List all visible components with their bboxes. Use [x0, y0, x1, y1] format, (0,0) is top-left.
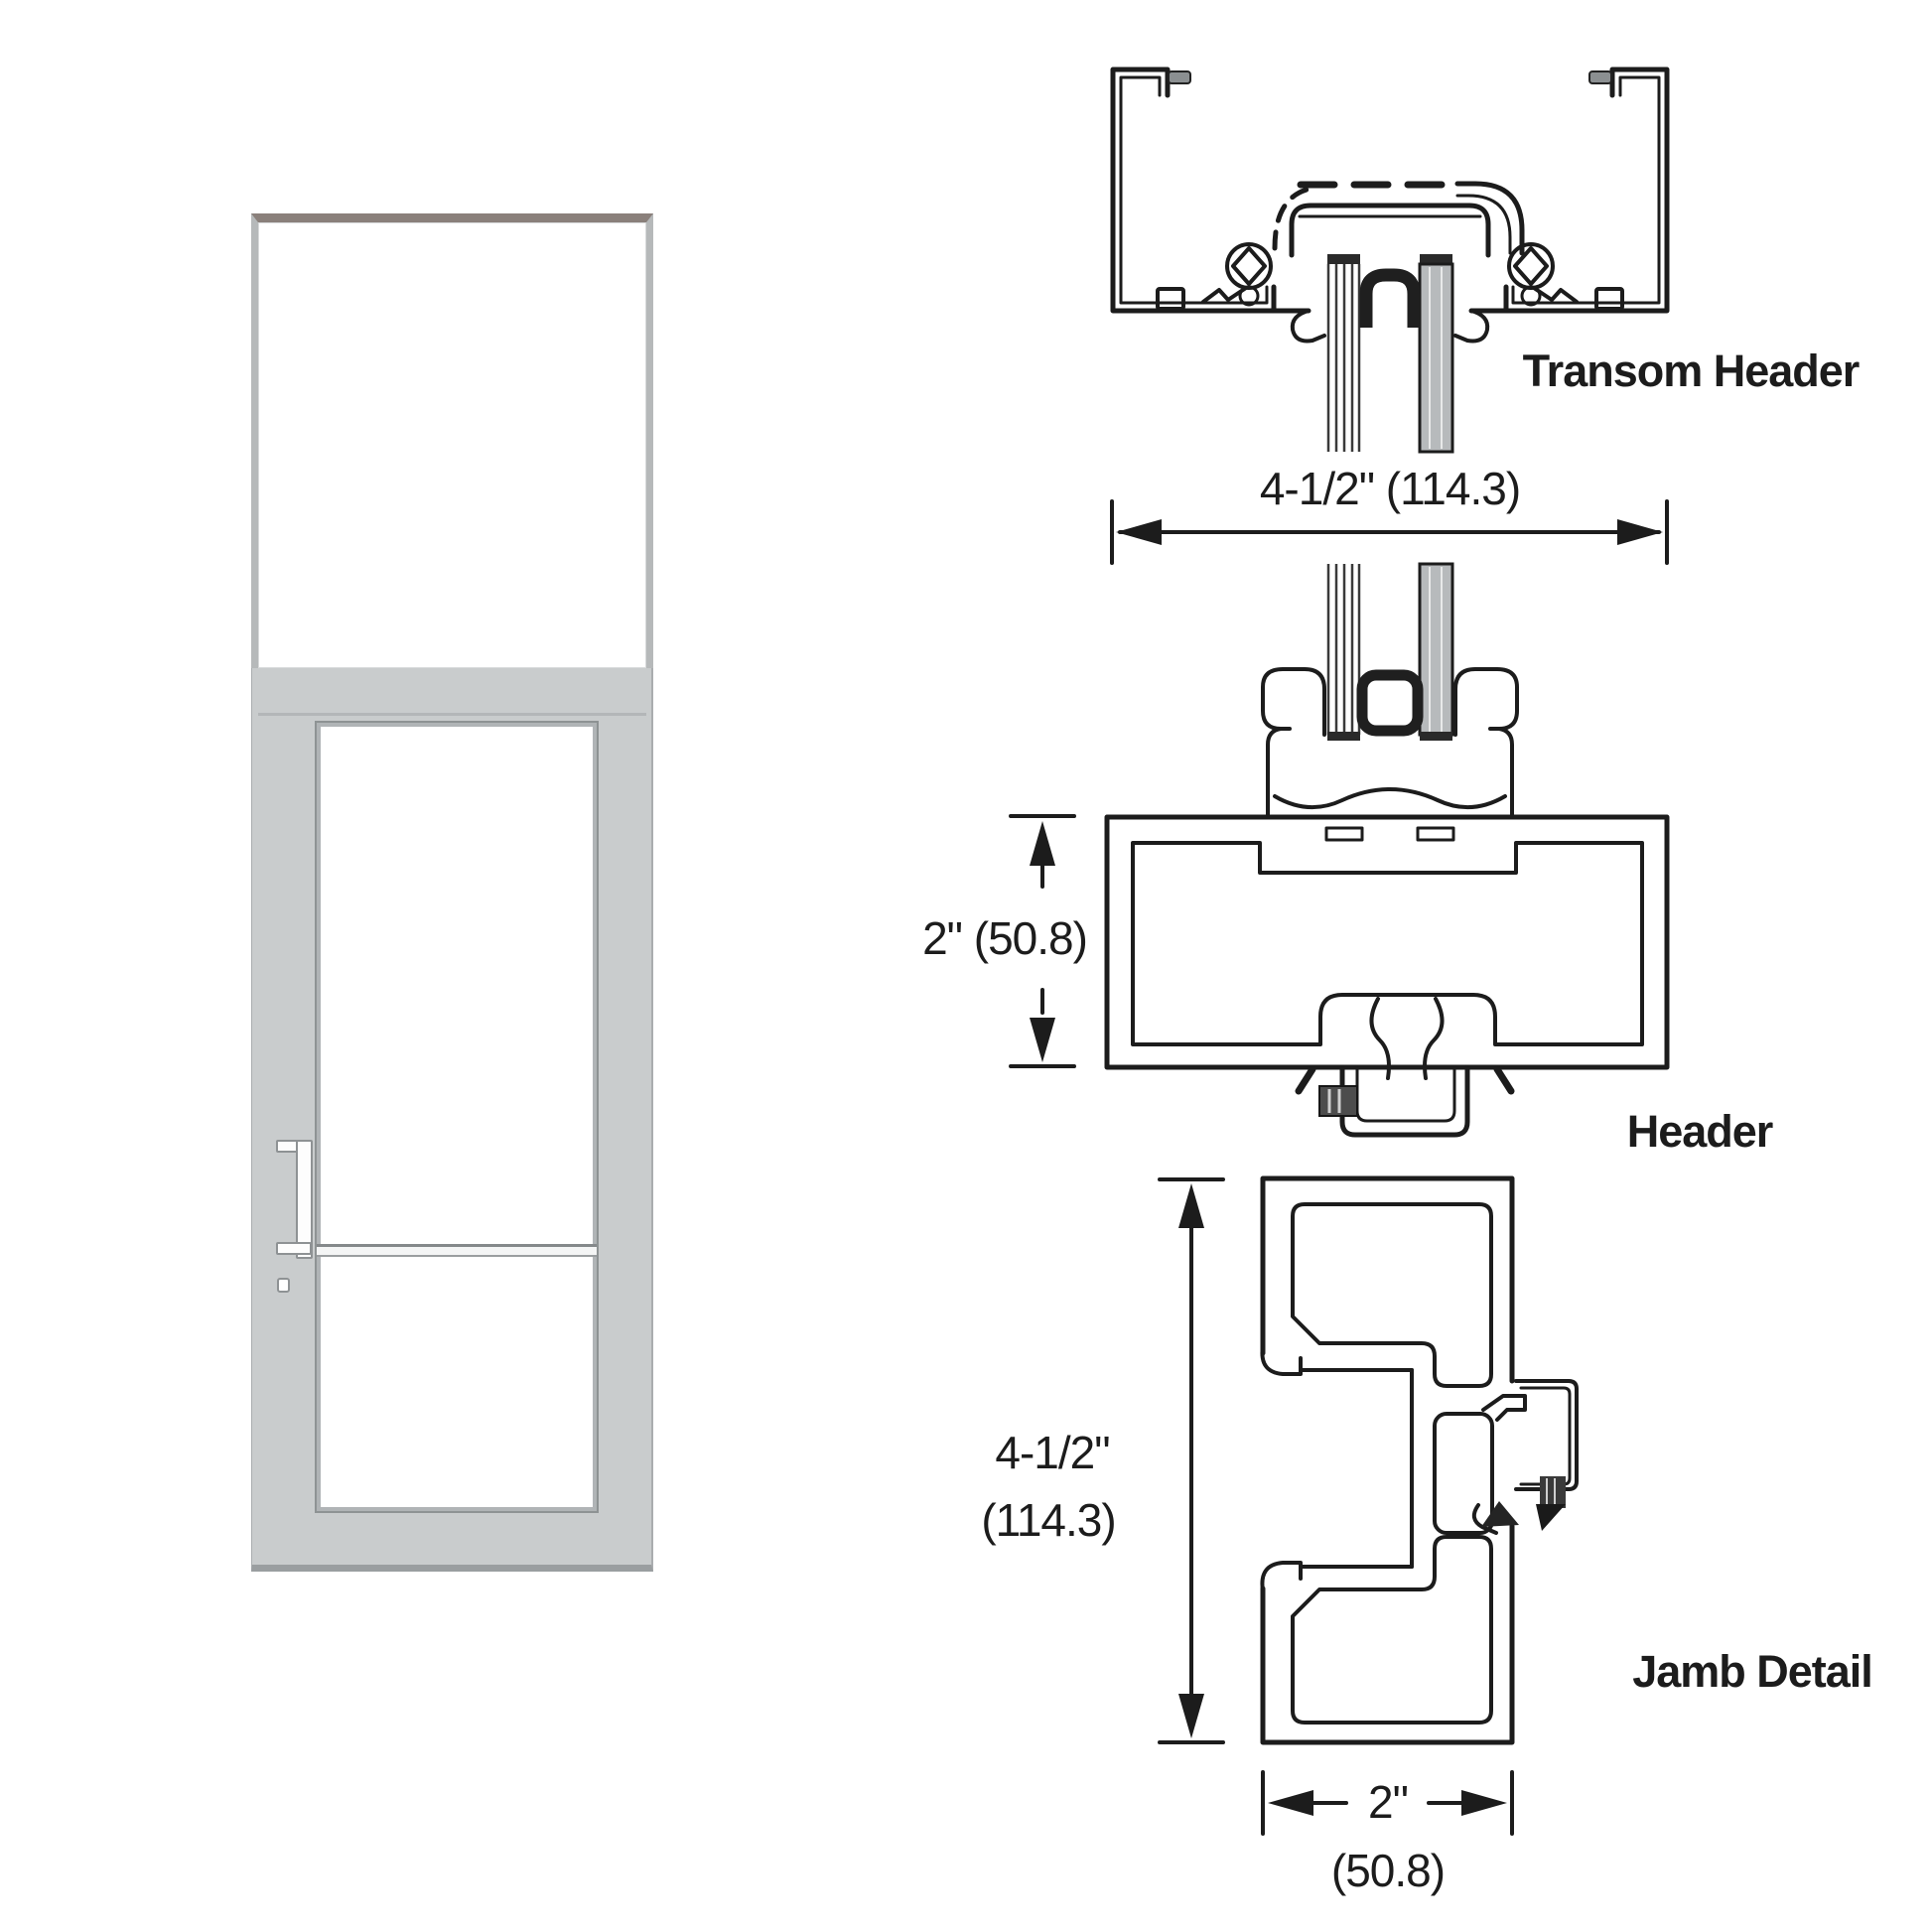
glazing-curl-right	[1453, 309, 1490, 344]
jamb-depth-imperial-text: 4-1/2"	[995, 1427, 1109, 1478]
door-frame-body	[251, 668, 653, 1572]
transom-bar-line	[258, 713, 646, 716]
overall-depth-text: 4-1/2" (114.3)	[1260, 463, 1520, 514]
transom-frame	[1201, 181, 1579, 344]
push-bar	[317, 1244, 597, 1257]
dimension-jamb-face: 2" (50.8)	[1261, 1770, 1514, 1896]
transom-header-label: Transom Header	[1523, 345, 1860, 396]
arrow-right-icon	[1461, 1790, 1507, 1816]
transom-glass-panel	[251, 213, 653, 668]
dimension-overall-depth: 4-1/2" (114.3)	[1110, 463, 1669, 565]
arrow-left-icon	[1268, 1790, 1313, 1816]
pull-handle-grip	[296, 1140, 313, 1259]
arrow-down-icon	[1030, 1018, 1055, 1062]
glazing-gasket	[1356, 669, 1424, 737]
jamb-profile	[1260, 1175, 1515, 1745]
jamb-detail: 4-1/2" (114.3) 2" (50.8) Jamb Detail	[981, 1175, 1873, 1896]
door-stop-jamb	[1471, 1379, 1579, 1535]
glazing-curl-left	[1290, 309, 1326, 344]
glass-unit-header	[1326, 562, 1454, 741]
door-elevation	[251, 213, 653, 1572]
ceiling-channel-right	[1503, 67, 1670, 314]
gasket-wedge-icon	[1481, 1501, 1519, 1527]
jamb-face-imperial-text: 2"	[1368, 1776, 1408, 1828]
header-tube	[1104, 814, 1670, 1070]
brush-weatherstrip	[1536, 1476, 1566, 1531]
glass-unit-transom	[1326, 254, 1454, 454]
arrow-left-icon	[1116, 519, 1162, 545]
glass-stop-boss-left	[1201, 242, 1273, 307]
glazing-gasket	[1359, 268, 1421, 328]
fastener-stub-icon	[1168, 70, 1191, 84]
header-detail: 2" (50.8) Header	[922, 562, 1774, 1157]
ceiling-channel-left	[1110, 67, 1277, 314]
arrow-up-icon	[1030, 821, 1055, 866]
door-stop	[1295, 997, 1515, 1138]
jamb-face-metric-text: (50.8)	[1331, 1845, 1445, 1896]
arrow-up-icon	[1178, 1183, 1204, 1228]
arrow-down-icon	[1178, 1694, 1204, 1738]
glass-stop-boss-right	[1507, 242, 1579, 307]
dimension-face-width: 2" (50.8)	[922, 814, 1088, 1068]
arrow-right-icon	[1617, 519, 1663, 545]
pull-handle-bottom-bracket	[276, 1242, 312, 1255]
lock-cylinder	[277, 1278, 290, 1293]
face-width-text: 2" (50.8)	[922, 912, 1087, 964]
header-label: Header	[1627, 1106, 1773, 1157]
door-glass-panel	[315, 721, 599, 1513]
jamb-detail-label: Jamb Detail	[1632, 1646, 1872, 1697]
jamb-depth-metric-text: (114.3)	[981, 1494, 1115, 1546]
glazing-adapter	[1261, 667, 1519, 819]
dimension-jamb-depth: 4-1/2" (114.3)	[981, 1177, 1225, 1744]
fastener-stub-icon	[1588, 70, 1612, 84]
transom-header-detail: Transom Header	[1110, 67, 1861, 454]
